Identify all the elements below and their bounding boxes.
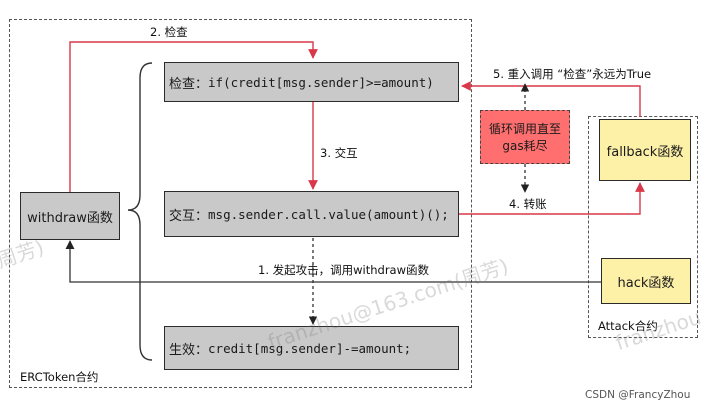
withdraw-function-label: withdraw函数 — [27, 210, 113, 226]
effect-code: credit[msg.sender]-=amount; — [208, 340, 412, 356]
erc-token-frame — [9, 19, 472, 388]
erc-token-label: ERCToken合约 — [20, 370, 99, 384]
csdn-credit: CSDN @FrancyZhou — [585, 389, 691, 401]
step3-label: 3. 交互 — [320, 146, 358, 160]
interact-box: 交互： msg.sender.call.value(amount)(); — [164, 191, 459, 237]
withdraw-function-box: withdraw函数 — [20, 192, 120, 240]
step4-label: 4. 转账 — [509, 197, 547, 211]
check-box: 检查： if(credit[msg.sender]>=amount) — [164, 62, 459, 102]
fallback-function-label: fallback函数 — [606, 144, 684, 160]
loop-line2: gas耗尽 — [502, 139, 548, 153]
hack-function-label: hack函数 — [617, 275, 675, 291]
arrow-step1-attack — [65, 240, 601, 283]
hack-function-box: hack函数 — [601, 258, 691, 304]
grouping-brace — [127, 62, 153, 361]
interact-prefix: 交互： — [169, 208, 209, 224]
arrow-step2-check — [69, 41, 318, 192]
fallback-function-box: fallback函数 — [599, 119, 691, 181]
loop-line1: 循环调用直至 — [488, 122, 561, 136]
loop-until-gas-box: 循环调用直至 gas耗尽 — [480, 110, 570, 164]
check-code: if(credit[msg.sender]>=amount) — [208, 74, 434, 90]
attack-frame — [588, 116, 698, 338]
attack-label: Attack合约 — [598, 319, 658, 333]
interact-code: msg.sender.call.value(amount)(); — [208, 206, 449, 222]
effect-prefix: 生效： — [169, 342, 209, 358]
step2-label: 2. 检查 — [150, 25, 188, 39]
step5-label: 5. 重入调用 “检查”永远为True — [493, 67, 652, 81]
effect-box: 生效： credit[msg.sender]-=amount; — [164, 326, 459, 370]
step1-label: 1. 发起攻击，调用withdraw函数 — [258, 263, 430, 277]
arrow-step4-transfer — [459, 182, 645, 215]
check-prefix: 检查： — [169, 76, 209, 92]
